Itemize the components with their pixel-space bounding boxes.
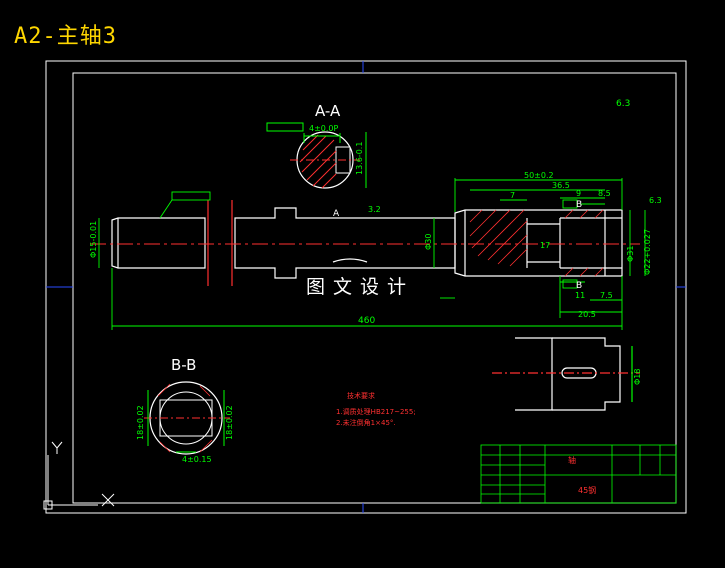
detail-view: Φ18	[492, 337, 642, 411]
drawing-title: A2-主轴3	[14, 24, 117, 49]
frame-ticks	[46, 61, 686, 513]
ra-6-3: 6.3	[649, 196, 662, 205]
ucs-icon	[43, 441, 115, 510]
bb-left-dim: 18±0.02	[136, 405, 145, 440]
dim-overall-length: 460	[358, 316, 375, 326]
section-markers: A B B 6.3	[333, 99, 630, 291]
title-block-texts: 轴 45钢	[568, 455, 596, 495]
corner-roughness: 6.3	[616, 99, 630, 109]
bb-bottom-dim: 4±0.15	[182, 455, 212, 464]
dim-7: 7	[510, 191, 515, 200]
section-bb-label: B-B	[171, 356, 196, 374]
material: 45钢	[578, 485, 596, 495]
tech-req-line2: 2.未注倒角1×45°.	[336, 418, 396, 427]
aa-depth-dim: 13.6-0.1	[355, 142, 364, 175]
section-aa: A-A 4±0.0P 13.6-0.1	[266, 102, 367, 189]
inner-frame	[72, 72, 677, 504]
section-b-marker-top: B	[576, 200, 582, 210]
dim-8-5: 8.5	[598, 189, 611, 198]
main-dim-texts: 460 Φ15-0.01 Φ30 50±0.2 36.5 7 9 8.5 11 …	[89, 171, 662, 326]
dim-mid-dia: Φ30	[424, 234, 433, 250]
dim-36-5: 36.5	[552, 181, 570, 190]
dim-dia-22: Φ22+0.027	[643, 229, 652, 275]
dim-dia-31: Φ31	[626, 246, 635, 262]
dim-9: 9	[576, 189, 581, 198]
tech-requirements: 技术要求 1.调质处理HB217~255; 2.未注倒角1×45°.	[336, 391, 416, 427]
dim-11: 11	[575, 291, 585, 300]
detail-dia: Φ18	[633, 369, 642, 385]
tech-req-heading: 技术要求	[347, 391, 375, 400]
dim-50: 50±0.2	[524, 171, 554, 180]
main-shaft	[111, 200, 623, 286]
section-bb: B-B 18±0.02 18±0.02 4±0.15	[136, 356, 234, 464]
dim-7-5: 7.5	[600, 291, 613, 300]
part-name: 轴	[568, 455, 576, 465]
dim-20-5: 20.5	[578, 310, 596, 319]
dim-17: 17	[540, 241, 550, 250]
watermark-text: 图文设计	[306, 276, 415, 298]
hub-hatch	[469, 209, 604, 277]
tech-req-line1: 1.调质处理HB217~255;	[336, 407, 416, 416]
title-block	[480, 444, 677, 504]
main-dims	[98, 178, 646, 330]
bb-right-dim: 18±0.02	[225, 405, 234, 440]
aa-key-dim: 4±0.0P	[309, 124, 339, 133]
section-b-marker-bottom: B	[576, 281, 582, 291]
section-aa-label: A-A	[315, 102, 341, 120]
ra-3-2: 3.2	[368, 205, 381, 214]
dim-left-dia: Φ15-0.01	[89, 221, 98, 258]
section-a-marker: A	[333, 209, 340, 219]
